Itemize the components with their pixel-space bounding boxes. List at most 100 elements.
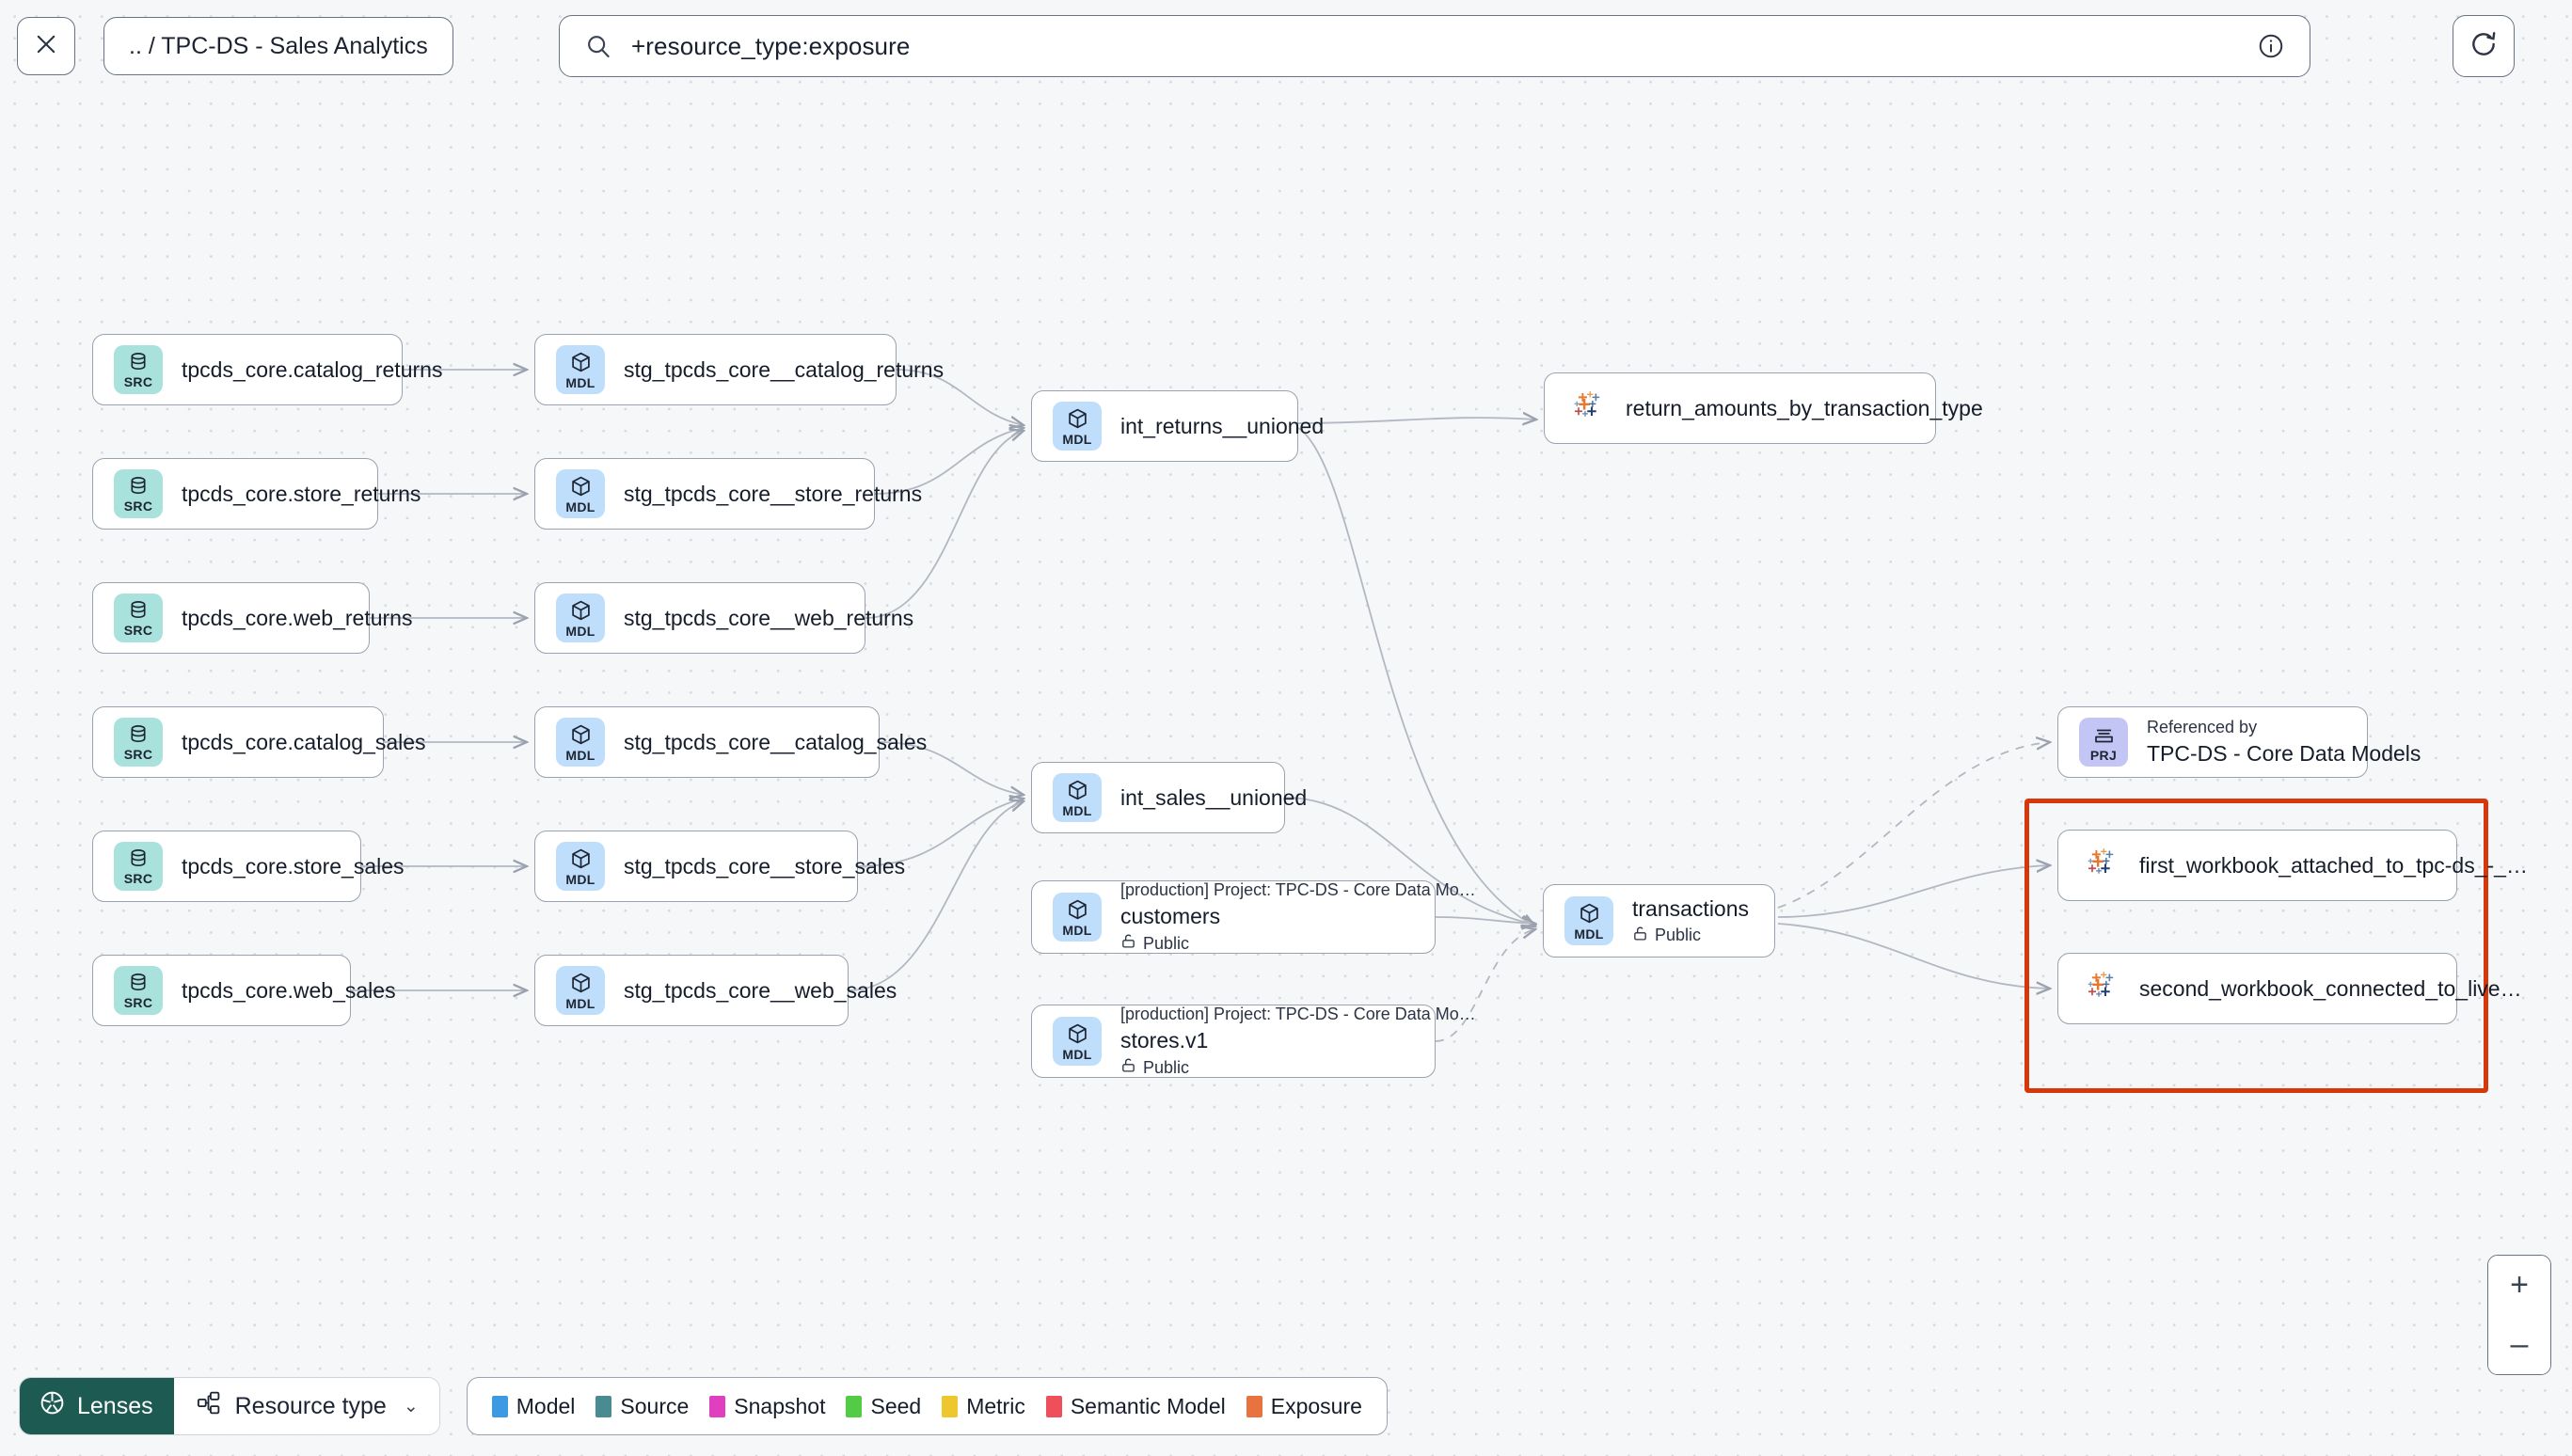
node-text: stg_tpcds_core__store_returns bbox=[624, 482, 922, 507]
graph-node-stg_store_returns[interactable]: MDL stg_tpcds_core__store_returns bbox=[534, 458, 922, 530]
prj-type-badge: PRJ bbox=[2079, 718, 2128, 767]
legend-item-exposure[interactable]: Exposure bbox=[1246, 1394, 1362, 1419]
mdl-type-badge: MDL bbox=[556, 718, 605, 767]
resource-type-dropdown[interactable]: Resource type ⌄ bbox=[173, 1378, 439, 1434]
node-title: tpcds_core.store_returns bbox=[182, 481, 421, 506]
unlock-icon bbox=[1632, 926, 1648, 946]
search-input[interactable]: +resource_type:exposure bbox=[559, 15, 2310, 77]
node-text: int_sales__unioned bbox=[1120, 785, 1307, 811]
node-privacy-label: Public bbox=[1143, 933, 1190, 953]
legend-swatch bbox=[595, 1395, 612, 1417]
lenses-label: Lenses bbox=[77, 1392, 153, 1419]
graph-node-stg_web_returns[interactable]: MDL stg_tpcds_core__web_returns bbox=[534, 582, 913, 654]
badge-label: MDL bbox=[1062, 802, 1092, 818]
node-text: tpcds_core.web_sales bbox=[182, 978, 396, 1004]
node-title: customers bbox=[1120, 904, 1221, 928]
legend-item-semantic-model[interactable]: Semantic Model bbox=[1045, 1393, 1226, 1419]
badge-label: MDL bbox=[1062, 1046, 1092, 1062]
search-value: +resource_type:exposure bbox=[631, 31, 911, 60]
graph-node-stores_v1[interactable]: MDL [production] Project: TPC-DS - Core D… bbox=[1031, 1005, 1476, 1078]
lens-group: Lenses Resource type ⌄ bbox=[19, 1377, 440, 1435]
mdl-type-badge: MDL bbox=[1564, 896, 1613, 945]
info-circle-icon[interactable] bbox=[2257, 32, 2285, 60]
graph-node-stg_catalog_returns[interactable]: MDL stg_tpcds_core__catalog_returns bbox=[534, 334, 945, 405]
node-title: int_returns__unioned bbox=[1120, 413, 1325, 438]
graph-node-return_amounts[interactable]: return_amounts_by_transaction_type bbox=[1544, 372, 1983, 444]
mdl-type-badge: MDL bbox=[556, 345, 605, 394]
graph-node-customers[interactable]: MDL [production] Project: TPC-DS - Core D… bbox=[1031, 880, 1476, 954]
zoom-controls: + – bbox=[2487, 1255, 2551, 1375]
graph-node-int_sales_unioned[interactable]: MDL int_sales__unioned bbox=[1031, 762, 1307, 833]
breadcrumb[interactable]: .. / TPC-DS - Sales Analytics bbox=[103, 17, 453, 75]
mdl-type-badge: MDL bbox=[1053, 893, 1102, 942]
node-privacy: Public bbox=[1120, 1057, 1414, 1078]
mdl-type-badge: MDL bbox=[556, 469, 605, 518]
mdl-type-badge: MDL bbox=[1053, 773, 1102, 822]
refresh-icon bbox=[2469, 29, 2499, 64]
legend-swatch bbox=[709, 1395, 726, 1417]
chevron-down-icon: ⌄ bbox=[403, 1396, 419, 1416]
legend-item-source[interactable]: Source bbox=[595, 1394, 689, 1419]
node-text: first_workbook_attached_to_tpc-ds_-_… bbox=[2139, 852, 2528, 878]
node-project-label: [production] Project: TPC-DS - Core Data… bbox=[1120, 880, 1476, 899]
badge-label: MDL bbox=[565, 623, 595, 639]
graph-node-second_workbook[interactable]: second_workbook_connected_to_live… bbox=[2057, 953, 2522, 1024]
cube-icon bbox=[1578, 902, 1601, 925]
refresh-button[interactable] bbox=[2453, 15, 2515, 77]
legend-swatch bbox=[846, 1395, 863, 1417]
badge-label: SRC bbox=[123, 623, 153, 638]
node-title: tpcds_core.store_sales bbox=[182, 853, 405, 878]
graph-node-int_returns_unioned[interactable]: MDL int_returns__unioned bbox=[1031, 390, 1325, 462]
badge-label: MDL bbox=[565, 747, 595, 763]
database-icon bbox=[127, 475, 150, 497]
mdl-type-badge: MDL bbox=[556, 842, 605, 891]
graph-node-first_workbook[interactable]: first_workbook_attached_to_tpc-ds_-_… bbox=[2057, 830, 2528, 901]
node-title: stores.v1 bbox=[1120, 1028, 1209, 1052]
zoom-out-button[interactable]: – bbox=[2488, 1315, 2550, 1374]
node-project-label: [production] Project: TPC-DS - Core Data… bbox=[1120, 1005, 1476, 1023]
node-title: stg_tpcds_core__catalog_returns bbox=[624, 356, 945, 382]
zoom-in-button[interactable]: + bbox=[2488, 1256, 2550, 1315]
breadcrumb-label: .. / TPC-DS - Sales Analytics bbox=[129, 32, 428, 59]
legend-item-snapshot[interactable]: Snapshot bbox=[709, 1394, 825, 1419]
legend-item-seed[interactable]: Seed bbox=[846, 1394, 921, 1419]
database-icon bbox=[127, 351, 150, 372]
resource-type-label: Resource type bbox=[234, 1392, 387, 1419]
node-title: stg_tpcds_core__catalog_sales bbox=[624, 729, 928, 754]
cube-icon bbox=[1066, 1022, 1089, 1045]
node-title: transactions bbox=[1632, 895, 1750, 921]
cube-icon bbox=[1066, 407, 1089, 430]
legend-label: Snapshot bbox=[734, 1393, 826, 1418]
unlock-icon bbox=[1120, 1057, 1136, 1078]
top-toolbar: .. / TPC-DS - Sales Analytics +resource_… bbox=[0, 0, 2572, 111]
legend-item-model[interactable]: Model bbox=[491, 1394, 575, 1419]
mdl-type-badge: MDL bbox=[1053, 402, 1102, 451]
graph-node-stg_catalog_sales[interactable]: MDL stg_tpcds_core__catalog_sales bbox=[534, 706, 928, 778]
cube-icon bbox=[569, 847, 593, 870]
cube-icon bbox=[1066, 898, 1089, 921]
node-title: TPC-DS - Core Data Models bbox=[2147, 741, 2421, 766]
node-text: stg_tpcds_core__web_returns bbox=[624, 606, 913, 631]
legend-label: Semantic Model bbox=[1070, 1393, 1226, 1418]
mdl-type-badge: MDL bbox=[1053, 1017, 1102, 1066]
node-privacy: Public bbox=[1120, 933, 1414, 954]
src-type-badge: SRC bbox=[114, 718, 163, 767]
lenses-button[interactable]: Lenses bbox=[20, 1378, 174, 1434]
legend-item-metric[interactable]: Metric bbox=[942, 1394, 1025, 1419]
node-title: first_workbook_attached_to_tpc-ds_-_… bbox=[2139, 852, 2528, 878]
search-icon bbox=[584, 32, 612, 60]
node-text: return_amounts_by_transaction_type bbox=[1626, 396, 1983, 421]
close-button[interactable] bbox=[17, 17, 75, 75]
